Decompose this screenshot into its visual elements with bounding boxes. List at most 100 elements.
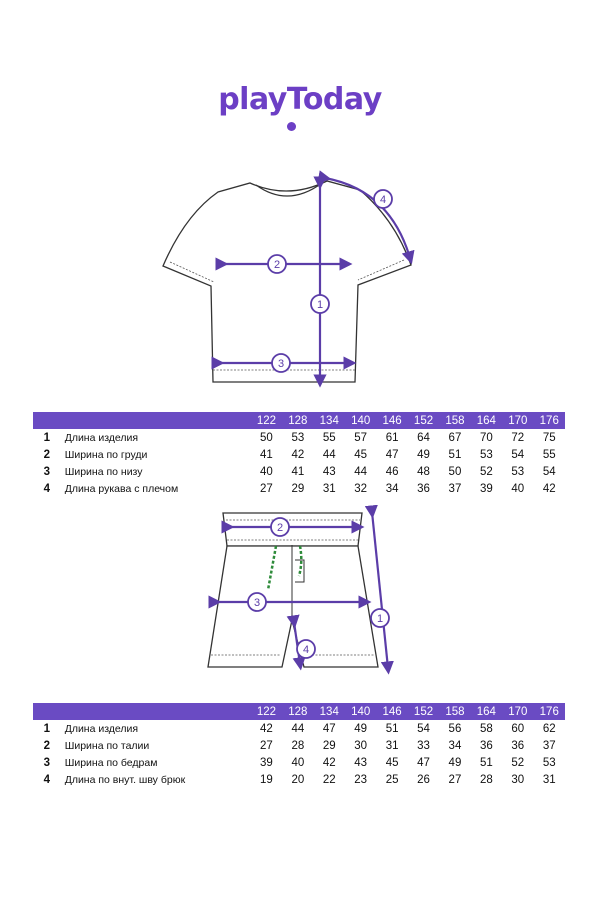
measurement-value: 50 [448, 465, 462, 478]
table-header-row: 122 128 134 140 146 152 158 164 170 176 [33, 412, 565, 429]
measurement-value: 41 [260, 448, 273, 461]
measurement-value: 51 [448, 448, 462, 461]
row-number: 1 [43, 722, 51, 735]
measurement-value: 51 [385, 722, 399, 735]
measurement-value: 37 [542, 739, 556, 752]
marker-2: 2 [270, 517, 290, 537]
measurement-value: 32 [354, 482, 368, 495]
size-header: 158 [439, 703, 471, 720]
measurement-value: 53 [542, 756, 556, 769]
row-number: 2 [43, 448, 51, 461]
row-number: 2 [43, 739, 51, 752]
size-header: 134 [313, 412, 345, 429]
measurement-value: 27 [260, 739, 273, 752]
measurement-value: 28 [479, 773, 493, 786]
measurement-value: 30 [511, 773, 525, 786]
measurement-value: 39 [479, 482, 493, 495]
measurement-value: 39 [260, 756, 273, 769]
measurement-value: 49 [354, 722, 368, 735]
measure-line-1 [364, 504, 394, 675]
marker-4: 4 [373, 189, 393, 209]
tshirt-outline [162, 180, 412, 383]
measurement-value: 46 [385, 465, 399, 478]
measurement-value: 29 [322, 739, 336, 752]
measurement-value: 36 [511, 739, 525, 752]
brand-logo: playToday [218, 82, 382, 117]
measurement-value: 72 [511, 431, 525, 444]
measurement-value: 42 [260, 722, 273, 735]
measurement-value: 23 [354, 773, 368, 786]
logo-dot [287, 122, 296, 131]
table-row: 3 Ширина по бедрам 39 40 42 43 45 47 49 … [33, 754, 565, 771]
measurement-value: 27 [448, 773, 462, 786]
measurement-value: 54 [417, 722, 430, 735]
size-header: 122 [250, 412, 283, 429]
marker-number: 2 [274, 259, 280, 271]
size-header: 170 [502, 412, 534, 429]
measurement-value: 52 [511, 756, 525, 769]
measurement-value: 53 [291, 431, 305, 444]
size-header: 158 [439, 412, 471, 429]
measurement-value: 75 [542, 431, 556, 444]
measurement-value: 40 [291, 756, 305, 769]
measurement-value: 49 [448, 756, 462, 769]
measurement-value: 55 [322, 431, 336, 444]
measurement-value: 44 [354, 465, 368, 478]
size-header: 164 [470, 412, 503, 429]
table-header-row: 122 128 134 140 146 152 158 164 170 176 [33, 703, 565, 720]
measurement-value: 58 [479, 722, 493, 735]
measurement-value: 40 [511, 482, 525, 495]
marker-number: 3 [254, 597, 260, 609]
row-number: 3 [43, 465, 51, 478]
measurement-value: 45 [354, 448, 368, 461]
size-header: 146 [376, 412, 408, 429]
row-number: 4 [43, 482, 51, 495]
measurement-value: 61 [385, 431, 399, 444]
measurement-value: 34 [448, 739, 462, 752]
measurement-value: 50 [260, 431, 273, 444]
measurement-value: 42 [322, 756, 336, 769]
measurement-value: 60 [511, 722, 525, 735]
marker-1: 1 [310, 294, 330, 314]
shorts-outline [207, 545, 379, 668]
size-header: 152 [407, 703, 440, 720]
marker-2: 2 [267, 254, 287, 274]
measurement-value: 47 [322, 722, 336, 735]
measurement-value: 70 [479, 431, 493, 444]
size-header: 140 [344, 412, 377, 429]
measurement-value: 19 [260, 773, 273, 786]
size-header: 146 [376, 703, 408, 720]
marker-number: 1 [317, 299, 323, 311]
header-cell [33, 412, 61, 429]
marker-3: 3 [271, 353, 291, 373]
table-row: 2 Ширина по груди 41 42 44 45 47 49 51 5… [33, 446, 565, 463]
measurement-value: 28 [291, 739, 305, 752]
shorts-size-table: 122 128 134 140 146 152 158 164 170 176 … [33, 703, 565, 788]
measurement-value: 55 [542, 448, 556, 461]
measurement-label: Длина изделия [64, 431, 139, 444]
marker-number: 2 [277, 522, 283, 534]
measurement-value: 62 [542, 722, 556, 735]
measurement-value: 54 [511, 448, 525, 461]
size-header: 152 [407, 412, 440, 429]
measurement-value: 25 [385, 773, 399, 786]
size-header: 170 [502, 703, 534, 720]
header-cell [60, 412, 251, 429]
row-number: 1 [43, 431, 51, 444]
measurement-label: Длина рукава с плечом [64, 482, 179, 495]
measurement-value: 47 [417, 756, 430, 769]
measurement-value: 44 [291, 722, 305, 735]
row-number: 3 [43, 756, 51, 769]
measurement-value: 37 [448, 482, 462, 495]
size-header: 176 [533, 703, 565, 720]
measurement-value: 31 [542, 773, 556, 786]
tshirt-diagram: 1 2 3 4 [162, 170, 415, 388]
measurement-value: 49 [417, 448, 430, 461]
measurement-value: 44 [322, 448, 336, 461]
marker-4: 4 [296, 639, 316, 659]
marker-3: 3 [247, 592, 267, 612]
measurement-value: 36 [479, 739, 493, 752]
measurement-value: 27 [260, 482, 273, 495]
measurement-value: 42 [291, 448, 305, 461]
table-row: 3 Ширина по низу 40 41 43 44 46 48 50 52… [33, 463, 565, 480]
